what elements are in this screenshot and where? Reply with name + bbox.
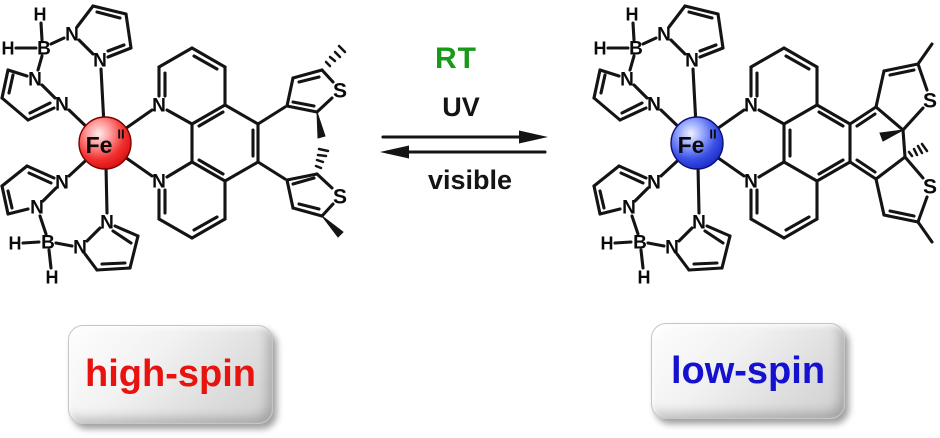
oxidation-label: II [117, 127, 124, 142]
bond-line [285, 76, 295, 108]
bond-line [874, 105, 905, 132]
bond-line [297, 202, 321, 211]
bond-line [315, 96, 334, 114]
fe-label: Fe [86, 132, 113, 158]
fe-label: Fe [678, 132, 705, 158]
right-complex: S S Fe II [591, 2, 937, 289]
visible-label: visible [427, 165, 513, 195]
phen-middle-ring-doubles [197, 110, 255, 176]
bond-line [315, 158, 325, 164]
thiophene-bottom-open: S [256, 147, 347, 238]
bond-line [855, 158, 877, 174]
bond-line [314, 164, 323, 170]
bond-line [874, 177, 886, 217]
bond-line [328, 55, 337, 63]
uv-label: UV [442, 92, 480, 122]
bond-line [907, 150, 914, 158]
wedge-bond [321, 215, 344, 238]
arrow-head-right [519, 130, 548, 144]
bond-line [874, 155, 907, 181]
bond-line [888, 68, 916, 77]
bond-line [315, 172, 334, 190]
bond-line [291, 68, 324, 80]
bond-line [291, 100, 316, 108]
bond-line [337, 44, 347, 54]
bond-line [855, 112, 877, 128]
bond-line [291, 206, 324, 218]
bond-line [882, 213, 920, 224]
bond-line [256, 160, 287, 181]
bond-line [901, 128, 907, 159]
bond-line [912, 147, 919, 157]
sulfur-label: S [923, 175, 937, 198]
bond-line [916, 62, 929, 92]
low-spin-plaque: low-spin [651, 323, 845, 419]
bond-line [874, 69, 886, 109]
bond-line [285, 104, 319, 114]
bond-line [920, 142, 929, 153]
bond-line [916, 220, 934, 244]
bond-line [316, 153, 328, 158]
bond-line [317, 147, 330, 153]
thiophene-top-closed: S [874, 42, 937, 132]
bond-line [901, 106, 925, 132]
bond-line [903, 155, 925, 180]
bond-line [888, 209, 916, 218]
bond-line [291, 176, 316, 186]
fe-center-highspin [78, 116, 132, 170]
hash-bond [907, 142, 929, 158]
hash-bond [324, 44, 347, 68]
phen-middle-ring-doubles [788, 110, 845, 176]
bond-line [848, 105, 878, 126]
bond-line [197, 110, 225, 128]
bond-line [256, 105, 287, 126]
bond-line [333, 50, 342, 59]
bond-line [916, 195, 929, 224]
thiophene-bottom-closed: S [874, 155, 937, 244]
bond-line [320, 202, 335, 218]
bond-line [882, 62, 920, 73]
sulfur-label: S [923, 89, 937, 112]
bond-line [848, 160, 878, 181]
bond-line [285, 178, 295, 210]
bond-line [197, 158, 225, 176]
bond-line [817, 110, 845, 128]
left-complex: S S Fe II [0, 2, 347, 289]
fe-center-lowspin [670, 116, 724, 170]
hash-bond [314, 147, 330, 170]
arrow-head-left [380, 145, 409, 159]
bond-line [320, 68, 335, 84]
bond-line [916, 42, 934, 66]
equilibrium-arrows [380, 130, 548, 159]
sulfur-label: S [333, 185, 347, 208]
oxidation-label: II [709, 127, 716, 142]
low-spin-label: low-spin [670, 349, 826, 392]
wedge-bond [316, 111, 326, 139]
bond-line [916, 144, 924, 155]
bond-line [285, 172, 319, 182]
wedge-bond [879, 129, 904, 142]
sulfur-label: S [333, 79, 347, 102]
bond-line [817, 158, 845, 176]
rt-label: RT [435, 42, 477, 75]
closed-ring [848, 105, 929, 181]
thiophene-top-open: S [256, 44, 347, 139]
high-spin-plaque: high-spin [68, 325, 273, 424]
high-spin-label: high-spin [85, 353, 256, 395]
bond-line [324, 60, 332, 68]
bond-line [297, 75, 321, 84]
